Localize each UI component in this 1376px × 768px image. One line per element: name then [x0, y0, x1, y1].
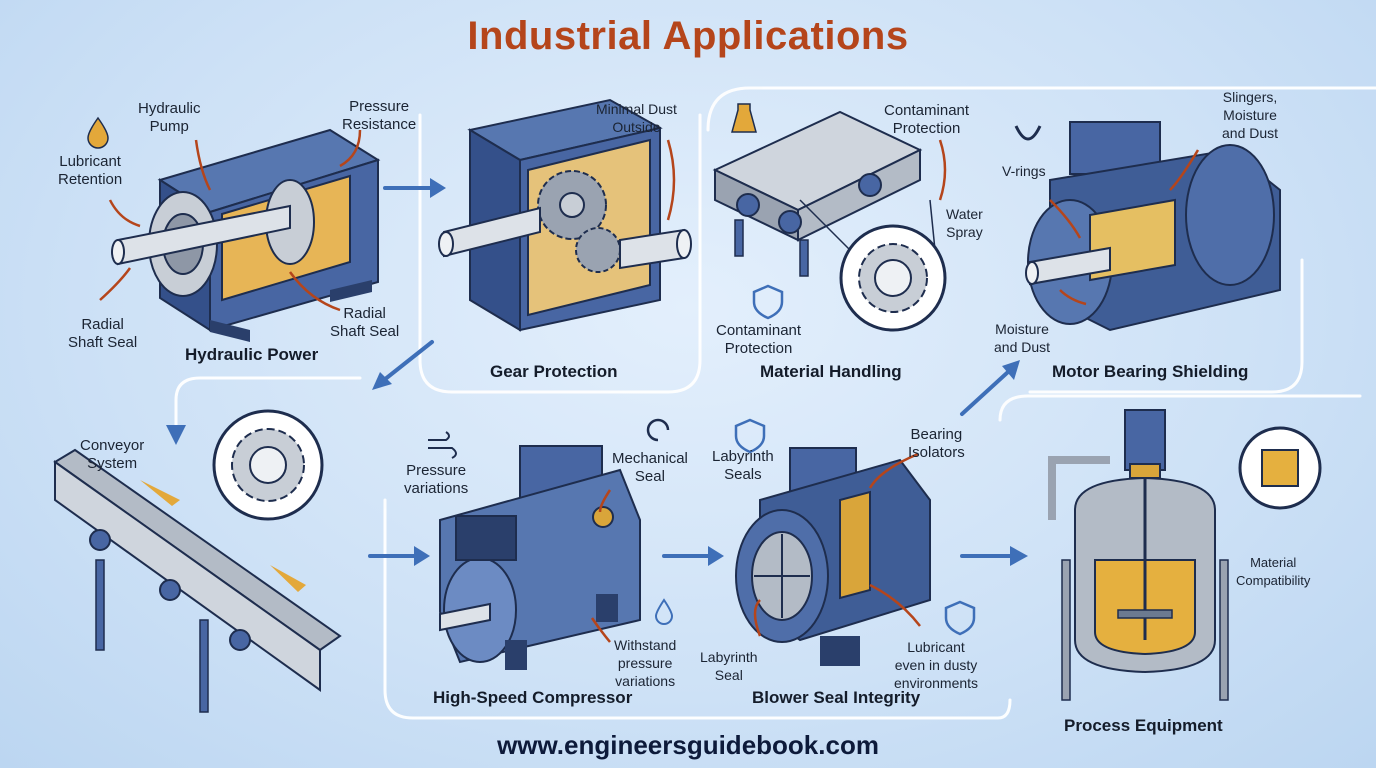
- frame-right-bottom: [998, 394, 1362, 422]
- label-lubricant-dusty-environments: Lubricant even in dusty environments: [894, 639, 979, 691]
- caption-high-speed-compressor: High-Speed Compressor: [433, 688, 633, 707]
- frame-left-loop: [174, 376, 362, 427]
- conveyor-system-illustration: [53, 409, 342, 713]
- water-drop-icon: [654, 598, 674, 625]
- v-ring-icon: [1014, 125, 1042, 141]
- caption-gear-protection: Gear Protection: [490, 362, 618, 381]
- compressor-illustration: [439, 445, 641, 670]
- label-withstand-pressure-variations: Withstand pressure variations: [614, 637, 677, 689]
- label-v-rings: V-rings: [1002, 163, 1046, 179]
- caption-hydraulic-power: Hydraulic Power: [185, 345, 319, 364]
- label-radial-shaft-seal-left: Radial Shaft Seal: [68, 316, 138, 351]
- label-material-compatibility: Material Compatibility: [1236, 555, 1311, 588]
- label-minimal-dust-outside: Minimal Dust Outside: [596, 101, 677, 135]
- frame-right-tail: [1028, 258, 1304, 394]
- caption-blower-seal-integrity: Blower Seal Integrity: [752, 688, 921, 707]
- gearbox-illustration: [438, 98, 692, 332]
- caption-material-handling: Material Handling: [760, 362, 902, 381]
- gauge-icon: [646, 418, 670, 442]
- beaker-icon: [731, 103, 757, 133]
- label-slingers-moisture-dust: Slingers, Moisture and Dust: [1222, 89, 1279, 141]
- shield-check-icon: [944, 600, 976, 636]
- process-vessel-illustration: [1048, 409, 1322, 701]
- shield-check-icon: [752, 284, 784, 320]
- label-labyrinth-seal: Labyrinth Seal: [700, 649, 758, 683]
- motor-illustration: [1025, 121, 1281, 332]
- label-contaminant-protection-bottom: Contaminant Protection: [716, 322, 802, 357]
- label-hydraulic-pump: Hydraulic Pump: [138, 100, 201, 135]
- label-conveyor-system: Conveyor System: [80, 437, 145, 472]
- label-pressure-resistance: Pressure Resistance: [342, 98, 417, 133]
- hydraulic-pump-illustration: [111, 128, 381, 342]
- label-moisture-and-dust: Moisture and Dust: [994, 321, 1051, 355]
- material-handling-illustration: [712, 110, 947, 332]
- website-url: www.engineersguidebook.com: [497, 730, 879, 760]
- label-bearing-isolators: Bearing Isolators: [908, 426, 965, 461]
- frame-top-middle: [418, 113, 702, 394]
- label-labyrinth-seals: Labyrinth Seals: [712, 448, 774, 483]
- label-radial-shaft-seal-right: Radial Shaft Seal: [330, 305, 400, 340]
- label-lubricant-retention: Lubricant Retention: [58, 153, 123, 188]
- caption-motor-bearing-shielding: Motor Bearing Shielding: [1052, 362, 1249, 381]
- label-water-spray: Water Spray: [946, 206, 983, 240]
- page-title: Industrial Applications: [467, 14, 909, 58]
- label-contaminant-protection-top: Contaminant Protection: [884, 102, 970, 137]
- oil-drop-icon: [87, 116, 109, 149]
- wind-icon: [428, 431, 457, 459]
- frame-bottom: [383, 498, 1012, 720]
- caption-process-equipment: Process Equipment: [1064, 716, 1223, 735]
- label-pressure-variations: Pressure variations: [404, 462, 469, 497]
- shield-check-icon: [734, 418, 766, 454]
- frame-top-right: [706, 86, 1376, 132]
- label-mechanical-seal: Mechanical Seal: [612, 450, 688, 485]
